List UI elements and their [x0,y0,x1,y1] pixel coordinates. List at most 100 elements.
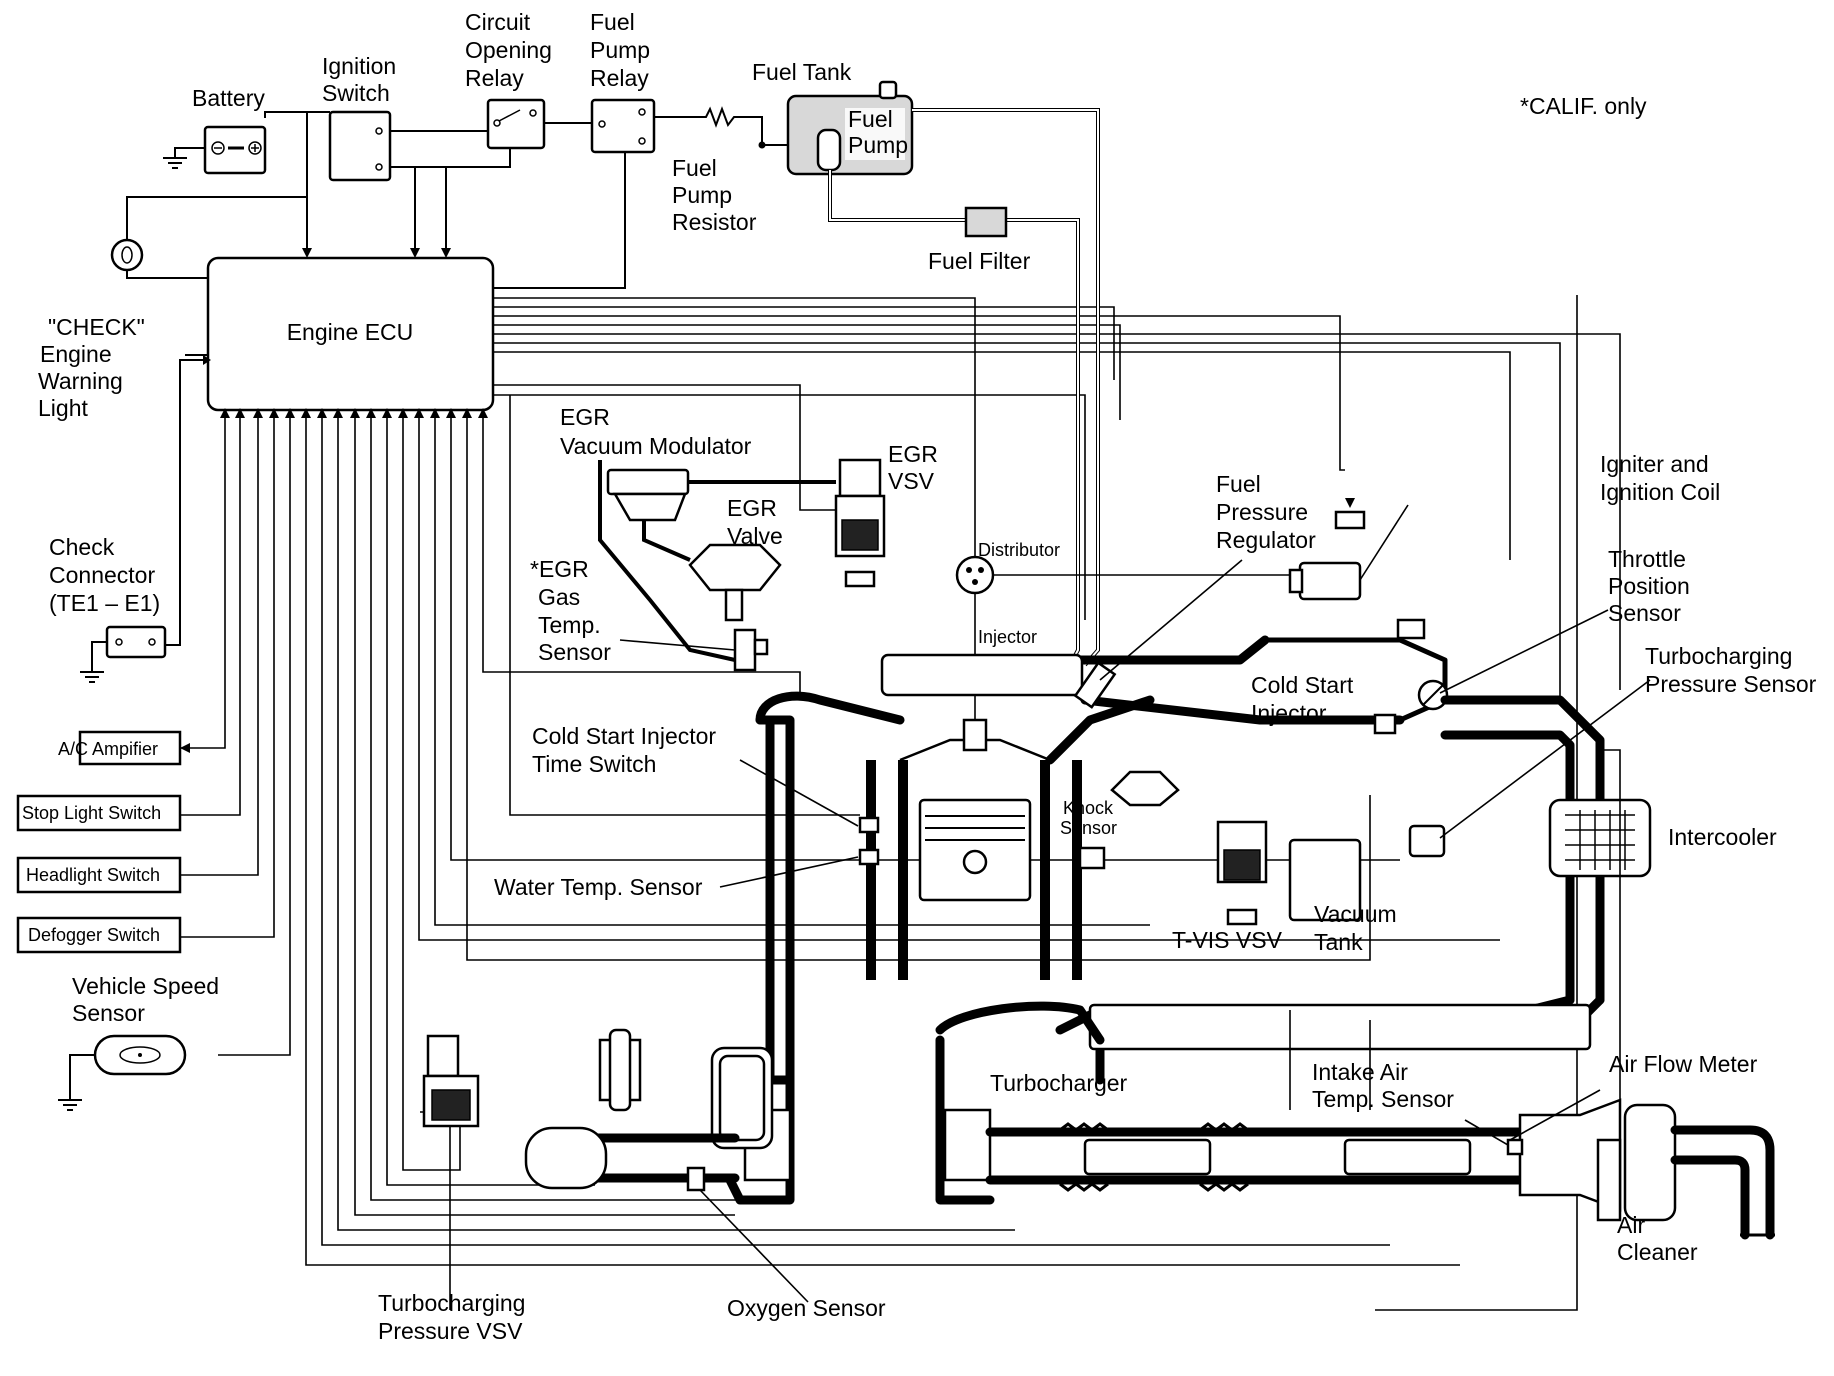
fuel-pump-label-2: Pump [848,132,908,158]
fuel-pump-resistor-label-2: Pump [672,182,732,208]
egr-gas-temp-label-2: Gas [538,584,580,610]
egr-vacuum-modulator-label-1: EGR [560,404,610,430]
tps-label-2: Position [1608,573,1690,599]
oxygen-sensor-label: Oxygen Sensor [727,1295,886,1321]
check-light-label-3: Warning [38,368,123,394]
intake-hose [985,1122,1525,1192]
turbo-pressure-vsv [422,1034,480,1128]
water-temp-sensor-label: Water Temp. Sensor [494,874,703,900]
turbo-pressure-sensor-icon [1408,824,1446,858]
ecu-bottom-wires [180,410,1500,1266]
check-connector-label-2: Connector [49,562,155,588]
vehicle-speed-sensor-label-1: Vehicle Speed [72,973,219,999]
egr-vsv-label-1: EGR [888,441,938,467]
fuel-pump-resistor [700,106,800,149]
knock-sensor-label-1: Knock [1063,798,1114,818]
ignition-switch-label-1: Ignition [322,53,396,79]
fuel-pump-label-bg [845,108,905,160]
egr-vsv [834,458,886,588]
egr-valve [688,543,782,622]
headlight-switch-label: Headlight Switch [26,865,160,885]
cold-start-time-switch-icon [858,816,880,834]
turbo-pressure-vsv-label-1: Turbocharging [378,1290,525,1316]
fuel-pump-resistor-label-1: Fuel [672,155,717,181]
turbo-pressure-vsv-label-2: Pressure VSV [378,1318,523,1344]
cold-start-injector-label-2: Injector [1251,700,1327,726]
calif-only-label: *CALIF. only [1520,93,1647,119]
headlight-switch [16,856,182,894]
fuel-pressure-regulator-label-2: Pressure [1216,499,1308,525]
fuel-tank-label: Fuel Tank [752,59,852,85]
fuel-pressure-regulator-label-1: Fuel [1216,471,1261,497]
battery [203,125,267,175]
stop-light-switch-label: Stop Light Switch [22,803,161,823]
knock-sensor-icon [1078,846,1106,870]
turbo-pressure-sensor-label-2: Pressure Sensor [1645,671,1817,697]
engine-ecu: Engine ECU [206,256,495,412]
defogger-switch [16,916,182,954]
egr-gas-temp-sensor-icon [733,628,769,672]
turbocharger-label: Turbocharger [990,1070,1128,1096]
ground-icon [163,147,205,169]
fuel-feed-line [828,170,966,222]
circuit-opening-relay-label-1: Circuit [465,9,531,35]
air-cleaner-label-1: Air [1617,1212,1645,1238]
egr-valve-label-2: Valve [727,523,783,549]
circuit-opening-relay [486,98,546,150]
vacuum-tank-label-2: Tank [1314,929,1363,955]
cold-start-injector-label-1: Cold Start [1251,672,1354,698]
fuel-pump-label-1: Fuel [848,106,893,132]
tps-label-3: Sensor [1608,600,1681,626]
check-light-label-4: Light [38,395,88,421]
knock-sensor-label-2: Sensor [1060,818,1117,838]
vacuum-tank [1288,838,1362,922]
ac-amplifier-label: A/C Ampifier [58,739,158,759]
fuel-pump-relay-label-1: Fuel [590,9,635,35]
water-temp-sensor-icon [858,848,880,866]
egr-vsv-label-2: VSV [888,468,935,494]
igniter-coil-label-1: Igniter and [1600,451,1709,477]
check-engine-light-icon [110,196,307,279]
arrowheads [220,408,488,418]
fuel-filter [964,206,1008,238]
fuel-return-line [912,108,1100,667]
cold-start-time-switch-label-2: Time Switch [532,751,656,777]
igniter-coil-label-2: Ignition Coil [1600,479,1720,505]
t-vis-vsv-label: T-VIS VSV [1172,927,1283,953]
fuel-pump-resistor-label-3: Resistor [672,209,757,235]
egr-vacuum-modulator [606,468,690,522]
intake-air-temp-label-2: Temp. Sensor [1312,1086,1454,1112]
egr-vacuum-modulator-label-2: Vacuum Modulator [560,433,752,459]
circuit-opening-relay-label-2: Opening [465,37,552,63]
egr-pipe [598,460,736,662]
defogger-switch-label: Defogger Switch [28,925,160,945]
stop-light-switch [16,794,182,832]
intercooler [1440,695,1652,1005]
fuel-pump-relay-label-3: Relay [590,65,649,91]
air-flow-meter-label: Air Flow Meter [1609,1051,1758,1077]
air-flow-meter [1506,1098,1622,1222]
intercooler-label: Intercooler [1668,824,1777,850]
check-light-label-1: "CHECK" [48,314,145,340]
t-vis-vsv [1110,770,1268,926]
tps-label-1: Throttle [1608,546,1686,572]
ignition-switch-label-2: Switch [322,80,390,106]
battery-label: Battery [192,85,265,111]
engine-ecu-label: Engine ECU [287,319,414,345]
check-connector [80,625,167,683]
oxygen-sensor-icon [686,1166,706,1192]
distributor-icon [955,555,1300,595]
circuit-opening-relay-label-3: Relay [465,65,524,91]
egr-gas-temp-label-3: Temp. [538,612,601,638]
check-connector-label-3: (TE1 – E1) [49,590,160,616]
fuel-pressure-regulator-label-3: Regulator [1216,527,1316,553]
distributor-label: Distributor [978,540,1060,560]
igniter-coil-icon [1288,561,1362,601]
fuel-filter-label: Fuel Filter [928,248,1031,274]
wastegate-actuator [598,1028,642,1112]
air-cleaner-label-2: Cleaner [1617,1239,1698,1265]
fuel-pump-relay [590,98,656,154]
fuel-pump-relay-label-2: Pump [590,37,650,63]
cold-start-time-switch-label-1: Cold Start Injector [532,723,716,749]
